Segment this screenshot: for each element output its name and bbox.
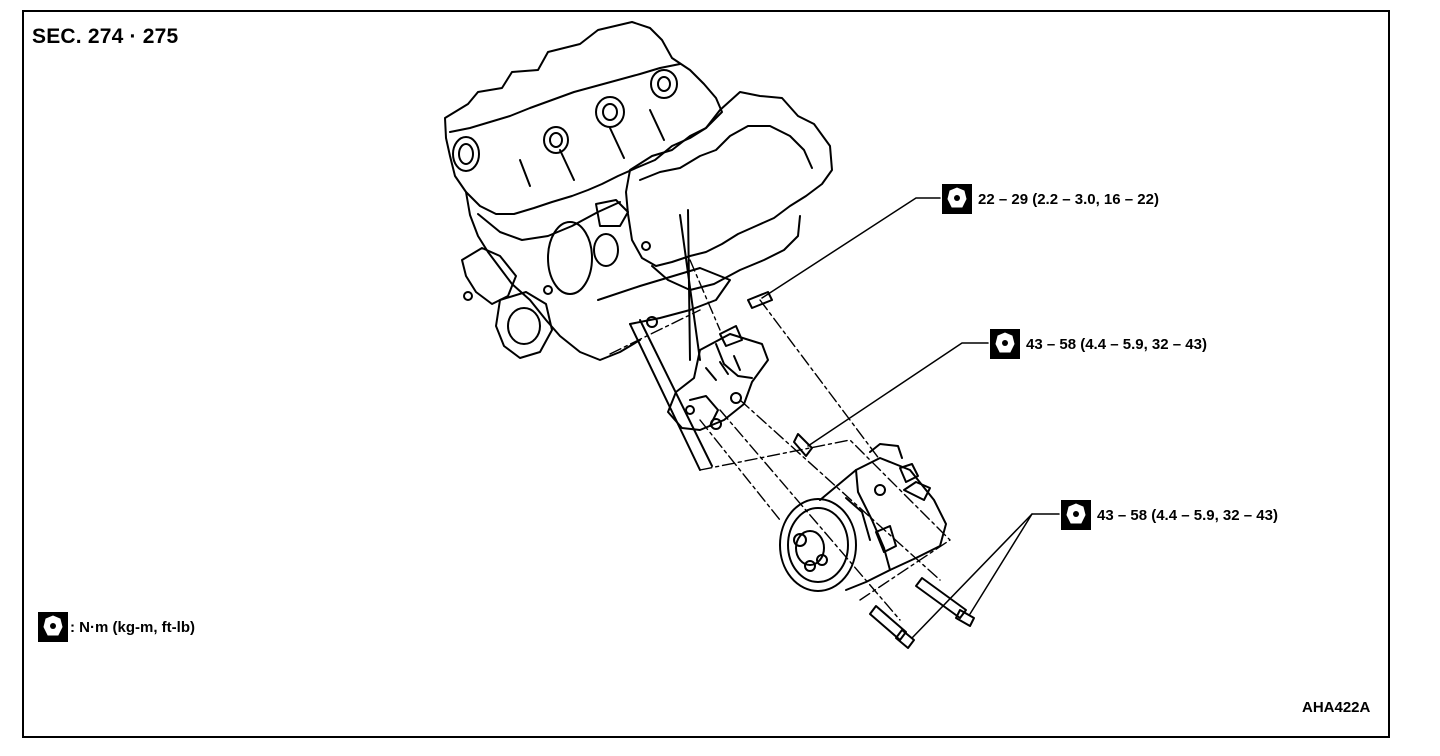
torque-callout-1: 22 – 29 (2.2 – 3.0, 16 – 22) bbox=[942, 184, 1159, 214]
torque-label-3: 43 – 58 (4.4 – 5.9, 32 – 43) bbox=[1097, 506, 1278, 524]
legend: : N·m (kg-m, ft-lb) bbox=[38, 612, 195, 642]
section-code: SEC. 274 · 275 bbox=[32, 25, 179, 48]
bolt-lower-left bbox=[869, 605, 907, 641]
engine-block bbox=[444, 21, 723, 361]
torque-wrench-icon bbox=[942, 184, 972, 214]
cylinder-head bbox=[595, 91, 833, 291]
torque-label-2: 43 – 58 (4.4 – 5.9, 32 – 43) bbox=[1026, 335, 1207, 353]
bolt-bracket bbox=[719, 325, 743, 347]
figure-code: AHA422A bbox=[1302, 699, 1371, 716]
compressor-bracket bbox=[597, 209, 769, 471]
bolt-lower-right bbox=[915, 577, 967, 619]
torque-label-1: 22 – 29 (2.2 – 3.0, 16 – 22) bbox=[978, 190, 1159, 208]
torque-wrench-icon bbox=[990, 329, 1020, 359]
leader-lines bbox=[761, 197, 1060, 639]
bolt-middle bbox=[793, 433, 813, 457]
ac-compressor bbox=[779, 443, 947, 592]
torque-wrench-icon bbox=[38, 612, 68, 642]
legend-label: : N·m (kg-m, ft-lb) bbox=[70, 618, 195, 636]
torque-wrench-icon bbox=[1061, 500, 1091, 530]
bolt-upper bbox=[747, 291, 773, 309]
bolts bbox=[719, 291, 975, 649]
torque-callout-2: 43 – 58 (4.4 – 5.9, 32 – 43) bbox=[990, 329, 1207, 359]
assembly-lines bbox=[609, 259, 951, 621]
diagram-frame bbox=[22, 10, 1390, 738]
torque-callout-3: 43 – 58 (4.4 – 5.9, 32 – 43) bbox=[1061, 500, 1278, 530]
